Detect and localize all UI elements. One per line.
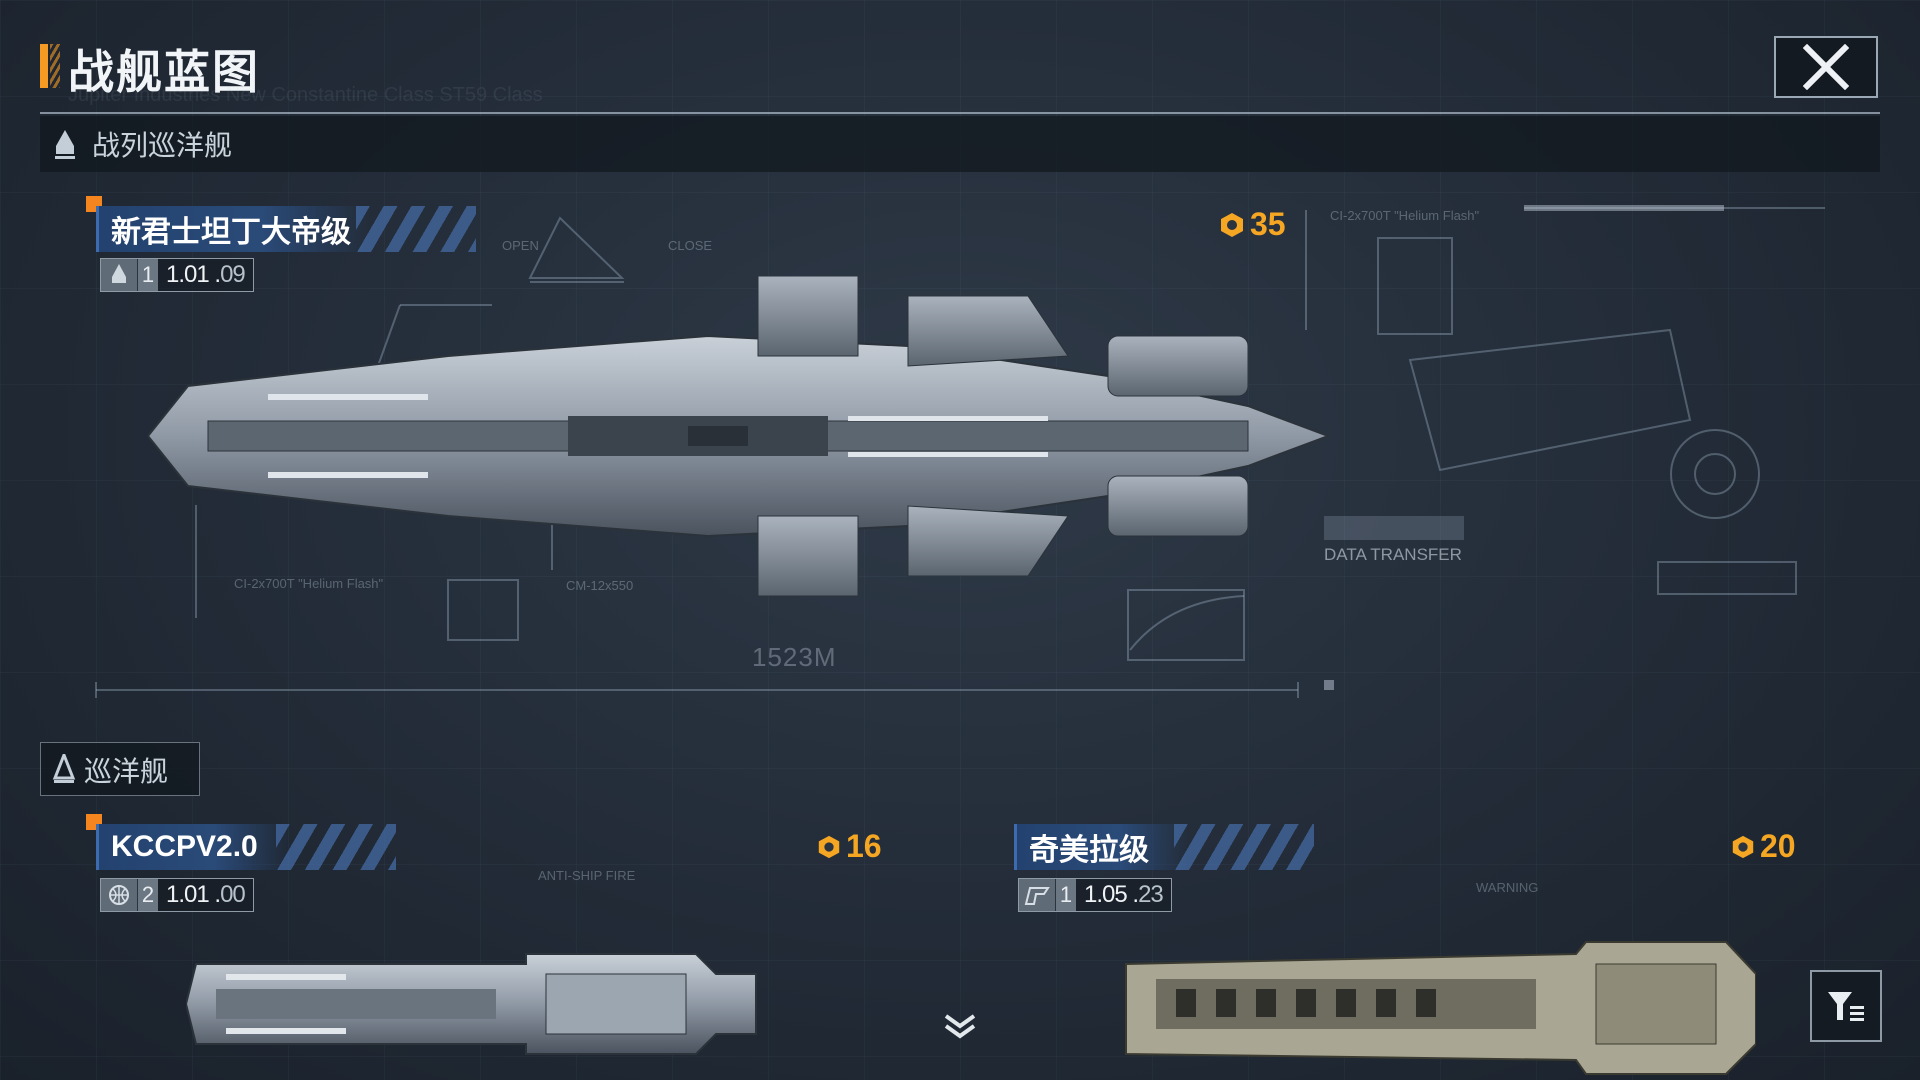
ship-tier: 1 bbox=[137, 259, 158, 291]
ship-stats: 2 1.01 .00 bbox=[100, 878, 254, 912]
title-accent-stripes bbox=[50, 44, 60, 88]
ship-version: 1.05 .23 bbox=[1084, 881, 1164, 908]
ship-name: KCCPV2.0 bbox=[111, 830, 258, 863]
ship-name-plate: KCCPV2.0 bbox=[96, 824, 291, 870]
ship-version: 1.01 .00 bbox=[166, 881, 246, 908]
helium-flash-label-2: CI-2x700T "Helium Flash" bbox=[234, 576, 384, 591]
header-divider bbox=[40, 112, 1880, 114]
plate-stripes bbox=[1174, 824, 1314, 870]
ship-stats: 1 1.05 .23 bbox=[1018, 878, 1172, 912]
ship-stats: 1 1.01 .09 bbox=[100, 258, 254, 292]
section-label-cruiser: 巡洋舰 bbox=[84, 756, 169, 787]
battlecruiser-icon bbox=[101, 259, 137, 291]
ship-length: 1523M bbox=[752, 642, 837, 672]
ship-cost: 35 bbox=[1218, 206, 1286, 243]
cm-label: CM-12x550 bbox=[566, 578, 634, 593]
ship-card-chimera[interactable]: 奇美拉级 1 1.05 .23 20 WARNING bbox=[1006, 814, 1796, 1080]
ship-image-chimera bbox=[1125, 941, 1756, 1075]
open-label: OPEN bbox=[502, 238, 539, 253]
ship-image-new-constantine bbox=[148, 276, 1331, 597]
section-bar-battlecruiser bbox=[40, 116, 1880, 172]
title-accent bbox=[40, 44, 48, 88]
anti-ship-label: ANTI-SHIP FIRE bbox=[538, 868, 636, 883]
cost-icon bbox=[1221, 212, 1243, 237]
wing-icon bbox=[1019, 879, 1055, 911]
page-subtitle: Jupiter Industries New Constantine Class… bbox=[68, 84, 543, 106]
filter-icon bbox=[1828, 992, 1864, 1021]
close-button[interactable] bbox=[1774, 36, 1878, 98]
section-label-battlecruiser: 战列巡洋舰 bbox=[92, 130, 233, 161]
cost-icon bbox=[1732, 835, 1754, 858]
close-icon bbox=[1803, 44, 1849, 90]
filter-button[interactable] bbox=[1810, 970, 1882, 1042]
close-label: CLOSE bbox=[668, 238, 713, 253]
ship-cost: 20 bbox=[1730, 828, 1796, 865]
ship-cost: 16 bbox=[816, 828, 882, 865]
scroll-down-icon[interactable] bbox=[940, 1010, 980, 1040]
ship-version: 1.01 .09 bbox=[166, 261, 246, 288]
ship-card-kccpv[interactable]: KCCPV2.0 2 1.01 .00 16 ANTI-SHIP FIRE bbox=[86, 814, 882, 1080]
battlecruiser-icon bbox=[55, 130, 75, 159]
ship-tier: 1 bbox=[1055, 879, 1076, 911]
warning-label: WARNING bbox=[1476, 880, 1539, 895]
ship-name: 新君士坦丁大帝级 bbox=[111, 216, 351, 249]
helium-flash-label: CI-2x700T "Helium Flash" bbox=[1330, 208, 1480, 223]
section-bar-cruiser bbox=[40, 742, 200, 796]
ship-card-new-constantine[interactable]: 新君士坦丁大帝级 1 1.01 .09 35 bbox=[86, 196, 1331, 716]
globe-icon bbox=[101, 879, 137, 911]
ship-name-plate: 新君士坦丁大帝级 bbox=[96, 206, 371, 252]
ship-name-plate: 奇美拉级 bbox=[1014, 824, 1189, 870]
cruiser-icon bbox=[52, 754, 76, 783]
ship-tier: 2 bbox=[137, 879, 158, 911]
plate-stripes bbox=[356, 206, 476, 252]
data-transfer-label: DATA TRANSFER bbox=[1324, 545, 1462, 564]
plate-stripes bbox=[276, 824, 396, 870]
ship-name: 奇美拉级 bbox=[1029, 834, 1149, 867]
ship-image-kccpv bbox=[186, 953, 757, 1055]
cost-icon bbox=[818, 835, 840, 858]
page-title: 战舰蓝图 bbox=[68, 46, 260, 98]
